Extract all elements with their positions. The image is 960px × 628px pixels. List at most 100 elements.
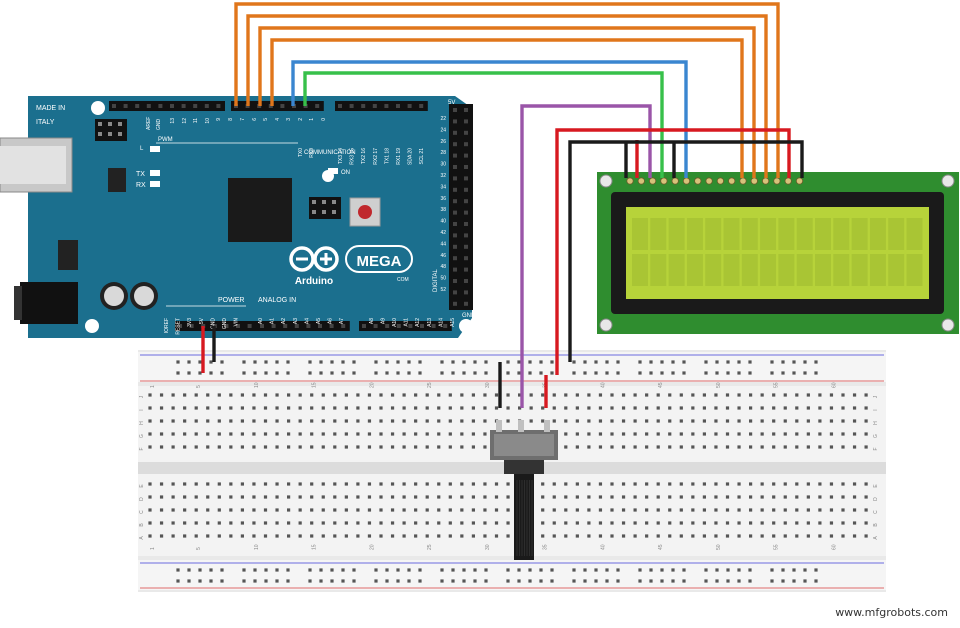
lcd-char-cell bbox=[833, 218, 850, 250]
breadboard-hole bbox=[529, 406, 533, 410]
breadboard-hole bbox=[621, 432, 626, 436]
power-rail-top bbox=[138, 352, 886, 382]
breadboard-hole bbox=[374, 579, 378, 583]
breadboard-hole bbox=[506, 371, 510, 375]
breadboard-hole bbox=[572, 371, 576, 375]
breadboard-hole bbox=[726, 568, 730, 572]
column-number: 30 bbox=[485, 544, 491, 550]
row-letter: D bbox=[139, 497, 145, 501]
wire-black-gnd-backlight bbox=[568, 140, 804, 362]
potentiometer bbox=[490, 420, 558, 560]
breadboard-hole bbox=[539, 579, 543, 583]
lcd-pin bbox=[694, 177, 702, 185]
terminal-strip-bottom bbox=[138, 474, 886, 556]
icsp-pin bbox=[108, 132, 112, 136]
lcd-char-cell bbox=[686, 254, 703, 286]
breadboard-hole bbox=[714, 495, 718, 499]
breadboard-hole bbox=[171, 508, 175, 512]
lcd-mount-hole bbox=[941, 174, 955, 188]
breadboard-hole bbox=[702, 445, 706, 449]
header-socket bbox=[419, 104, 424, 108]
breadboard-hole bbox=[587, 534, 591, 538]
pin-label: VIN bbox=[234, 318, 240, 327]
breadboard-hole bbox=[806, 482, 810, 486]
breadboard-hole bbox=[656, 495, 660, 499]
pin-label: 47 bbox=[476, 253, 482, 259]
breadboard-hole bbox=[308, 568, 312, 572]
breadboard-hole bbox=[494, 406, 499, 410]
header-socket bbox=[453, 233, 457, 238]
breadboard-hole bbox=[749, 495, 753, 499]
column-number: 55 bbox=[774, 382, 780, 388]
breadboard-hole bbox=[841, 508, 845, 512]
breadboard-hole bbox=[633, 432, 637, 436]
header-digital-8-13 bbox=[109, 101, 225, 111]
breadboard-hole bbox=[702, 521, 706, 525]
pot-shaft bbox=[514, 474, 534, 560]
breadboard-hole bbox=[702, 495, 706, 499]
breadboard-hole bbox=[198, 360, 202, 364]
breadboard-hole bbox=[621, 406, 626, 410]
breadboard-hole bbox=[217, 508, 221, 512]
header-socket bbox=[361, 104, 366, 108]
icsp-pin bbox=[108, 122, 112, 126]
breadboard-hole bbox=[460, 393, 464, 397]
breadboard-hole bbox=[668, 508, 672, 512]
breadboard-hole bbox=[356, 445, 360, 449]
pin-label: A5 bbox=[316, 318, 322, 324]
pin-label: 12 bbox=[182, 118, 188, 124]
breadboard-hole bbox=[691, 445, 695, 449]
breadboard-hole bbox=[668, 406, 672, 410]
breadboard-hole bbox=[748, 360, 752, 364]
breadboard-hole bbox=[460, 534, 464, 538]
breadboard-hole bbox=[841, 432, 845, 436]
breadboard-hole bbox=[319, 371, 323, 375]
breadboard-hole bbox=[656, 521, 660, 525]
breadboard-hole bbox=[402, 393, 406, 397]
breadboard-hole bbox=[818, 419, 822, 423]
column-number: 5 bbox=[196, 385, 202, 388]
breadboard-hole bbox=[691, 521, 695, 525]
pin-label: TX0 bbox=[298, 148, 304, 157]
breadboard-hole bbox=[649, 371, 653, 375]
header-socket bbox=[453, 187, 457, 192]
breadboard-hole bbox=[575, 393, 579, 397]
lcd-pin-header bbox=[626, 177, 804, 185]
breadboard-hole bbox=[795, 521, 799, 525]
breadboard-hole bbox=[552, 393, 556, 397]
breadboard-hole bbox=[379, 482, 383, 486]
icsp-header bbox=[309, 197, 341, 219]
breadboard-hole bbox=[656, 419, 660, 423]
reset-button-cap bbox=[358, 205, 372, 219]
breadboard-hole bbox=[783, 419, 787, 423]
breadboard-hole bbox=[321, 521, 325, 525]
row-letter: F bbox=[139, 447, 145, 450]
breadboard-hole bbox=[633, 482, 637, 486]
header-socket bbox=[385, 324, 390, 328]
breadboard-hole bbox=[217, 495, 221, 499]
header-socket bbox=[453, 108, 457, 112]
breadboard-hole bbox=[319, 360, 323, 364]
breadboard-hole bbox=[852, 534, 857, 538]
breadboard-hole bbox=[841, 495, 845, 499]
breadboard-hole bbox=[660, 568, 664, 572]
breadboard-hole bbox=[841, 419, 845, 423]
header-socket bbox=[170, 104, 174, 108]
breadboard-hole bbox=[451, 360, 455, 364]
breadboard-hole bbox=[610, 393, 614, 397]
breadboard-hole bbox=[229, 495, 233, 499]
lcd-pin bbox=[671, 177, 679, 185]
breadboard-hole bbox=[656, 445, 660, 449]
lcd-char-cell bbox=[650, 218, 667, 250]
breadboard-hole bbox=[583, 360, 587, 364]
breadboard-hole bbox=[539, 568, 543, 572]
breadboard-hole bbox=[240, 445, 244, 449]
breadboard-hole bbox=[176, 579, 180, 583]
pin-label: A14 bbox=[438, 318, 444, 327]
power-jack-lip bbox=[14, 286, 22, 320]
breadboard-hole bbox=[264, 360, 268, 364]
pin-label: 46 bbox=[440, 253, 446, 259]
breadboard-hole bbox=[183, 432, 187, 436]
breadboard-hole bbox=[660, 371, 664, 375]
breadboard-hole bbox=[550, 360, 554, 364]
